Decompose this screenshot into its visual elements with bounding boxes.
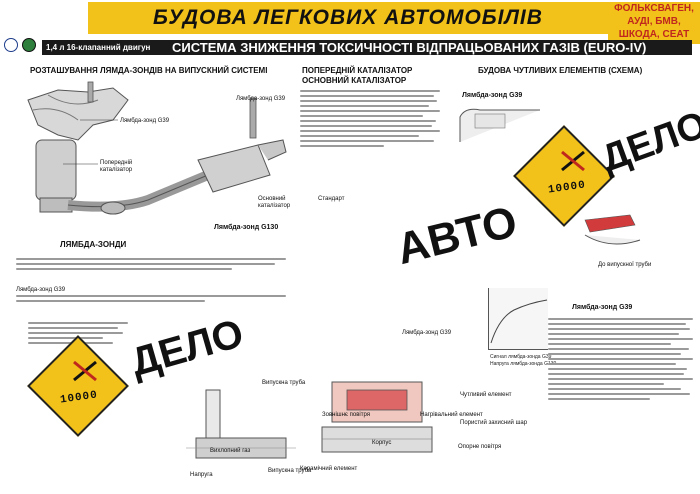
graph-legend-1: Сигнал лямбда-зонда G39: [490, 354, 552, 360]
brand-logos: [2, 36, 42, 54]
voltage-curve: [490, 299, 548, 344]
label-external-air: Зовнішнє повітря: [322, 412, 371, 418]
sensor-cross-section: [321, 381, 433, 453]
label-housing: Корпус: [372, 440, 392, 446]
skoda-logo-icon: [22, 38, 36, 52]
stamp-word-avto: АВТО: [391, 196, 522, 275]
vw-logo-icon: [4, 38, 18, 52]
catalyst-section-title-2: ОСНОВНИЙ КАТАЛІЗАТОР: [302, 76, 407, 85]
label-ref-air: Опорне повітря: [458, 444, 502, 450]
label-porous: Пористий захисний шар: [460, 420, 528, 426]
label-heating: Нагрівальний елемент: [420, 412, 483, 418]
label-pre-catalyst: Попередній каталізатор: [100, 160, 133, 173]
sensor-mount-schematic: [186, 389, 296, 459]
poster-header: БУДОВА ЛЕГКОВИХ АВТОМОБІЛІВ ФОЛЬКСВАГЕН,…: [0, 0, 700, 55]
sensor-schematic-top: [459, 108, 540, 142]
catalyst-description-text: [300, 90, 440, 180]
wrench-screwdriver-icon-bottom: [73, 360, 97, 382]
label-g39-top: Лямбда-зонд G39: [236, 96, 286, 102]
stamp-word-delo-bottom: ДЕЛО: [126, 311, 249, 385]
lambda-g39-text: [16, 295, 286, 307]
lambda-probes-title: ЛЯМБДА-ЗОНДИ: [60, 240, 127, 249]
label-g130: Лямбда-зонд G130: [214, 224, 279, 231]
sensor-schematic-right: [584, 214, 641, 245]
label-standard: Стандарт: [318, 196, 345, 202]
label-g39-graph: Лямбда-зонд G39: [572, 304, 633, 311]
stamp-word-delo-right: ДЕЛО: [596, 103, 700, 181]
catalyst-section-title-1: ПОПЕРЕДНІЙ КАТАЛІЗАТОР: [302, 66, 413, 75]
label-g39-paragraph: Лямбда-зонд G39: [16, 287, 66, 293]
label-to-exhaust: До випускної труби: [598, 262, 652, 268]
brand-box: ФОЛЬКСВАГЕН, АУДІ, БМВ, ШКОДА, СЕАТ: [608, 2, 700, 44]
label-voltage: Напруга: [190, 472, 213, 478]
brand-line-3: ШКОДА, СЕАТ: [618, 29, 690, 40]
graph-legend-2: Напруга лямбда-зонда G130: [490, 361, 557, 367]
system-title: СИСТЕМА ЗНИЖЕННЯ ТОКСИЧНОСТІ ВІДПРАЦЬОВА…: [172, 40, 647, 55]
placement-section-title: РОЗТАШУВАННЯ ЛЯМДА-ЗОНДІВ НА ВИПУСКНИЙ С…: [30, 66, 268, 75]
main-title: БУДОВА ЛЕГКОВИХ АВТОМОБІЛІВ: [153, 6, 543, 29]
subtitle-bar: 1,4 л 16-клапанний двигун СИСТЕМА ЗНИЖЕН…: [42, 40, 692, 55]
sensor-description-text: [548, 318, 693, 458]
label-exhaust-pipe: Випускна труба: [262, 380, 306, 386]
label-g39-mid: Лямбда-зонд G39: [120, 118, 170, 124]
label-g39-small: Лямбда-зонд G39: [402, 330, 452, 336]
engine-label: 1,4 л 16-клапанний двигун: [46, 43, 151, 52]
sensors-section-title: БУДОВА ЧУТЛИВИХ ЕЛЕМЕНТІВ (СХЕМА): [478, 66, 643, 75]
label-main-catalyst: Основний каталізатор: [258, 196, 291, 209]
label-exhaust-gas: Вихлопний газ: [210, 448, 251, 454]
label-g39-right: Лямбда-зонд G39: [462, 92, 523, 99]
brand-line-2: АУДІ, БМВ,: [627, 16, 681, 27]
label-sensor-element: Чутливий елемент: [460, 392, 512, 398]
brand-line-1: ФОЛЬКСВАГЕН,: [614, 3, 694, 14]
title-banner: БУДОВА ЛЕГКОВИХ АВТОМОБІЛІВ: [88, 2, 608, 34]
wrench-screwdriver-icon: [561, 150, 585, 172]
label-outlet: Випускна труба: [268, 468, 312, 474]
label-ceramic: Керамічний елемент: [300, 466, 358, 472]
exhaust-system-illustration: [27, 81, 287, 215]
lambda-intro-text: [16, 258, 286, 276]
voltage-graph: [488, 288, 548, 350]
